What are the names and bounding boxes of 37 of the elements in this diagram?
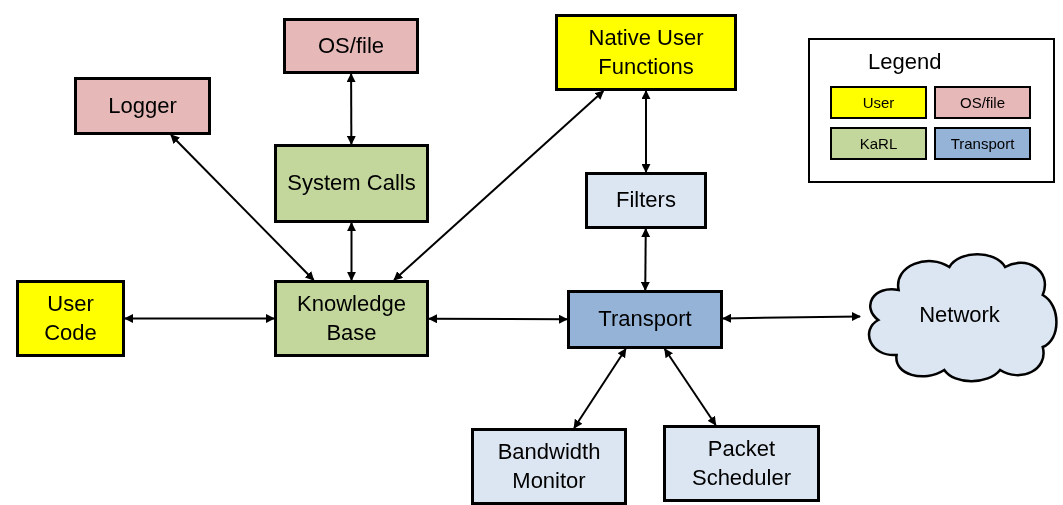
double-arrow (722, 312, 862, 323)
double-arrow (663, 348, 717, 426)
legend-swatch: OS/file (934, 86, 1031, 119)
node-label: Network (919, 300, 1000, 329)
double-arrow (347, 222, 356, 281)
node-label: Knowledge Base (296, 289, 407, 347)
process-box (555, 14, 737, 91)
process-box (274, 280, 429, 357)
process-box (74, 77, 211, 135)
process-box (283, 18, 419, 74)
double-arrow (640, 228, 651, 291)
double-arrow (641, 90, 651, 173)
double-arrow (346, 73, 356, 145)
double-arrow (428, 314, 568, 324)
process-box (274, 144, 429, 223)
node-label: Packet Scheduler (690, 434, 793, 492)
process-box (16, 280, 125, 357)
process-box (585, 172, 707, 229)
node-label: System Calls (287, 169, 416, 198)
legend-swatch: User (830, 86, 927, 119)
legend-swatch: Transport (934, 127, 1031, 160)
node-label: User Code (43, 289, 98, 347)
node-label: Native User Functions (587, 23, 705, 81)
legend-swatch: KaRL (830, 127, 927, 160)
node-label: OS/file (318, 31, 384, 60)
legend-title: Legend (868, 49, 942, 75)
node-label: Transport (598, 305, 692, 334)
double-arrow (124, 314, 275, 323)
double-arrow (573, 348, 627, 429)
process-box (663, 425, 820, 502)
node-label: Filters (616, 186, 676, 215)
double-arrow (393, 90, 605, 281)
process-box (567, 290, 723, 349)
node-label: Logger (108, 91, 177, 120)
node-label: Bandwidth Monitor (496, 437, 602, 495)
process-box (471, 428, 627, 505)
double-arrow (170, 134, 315, 281)
